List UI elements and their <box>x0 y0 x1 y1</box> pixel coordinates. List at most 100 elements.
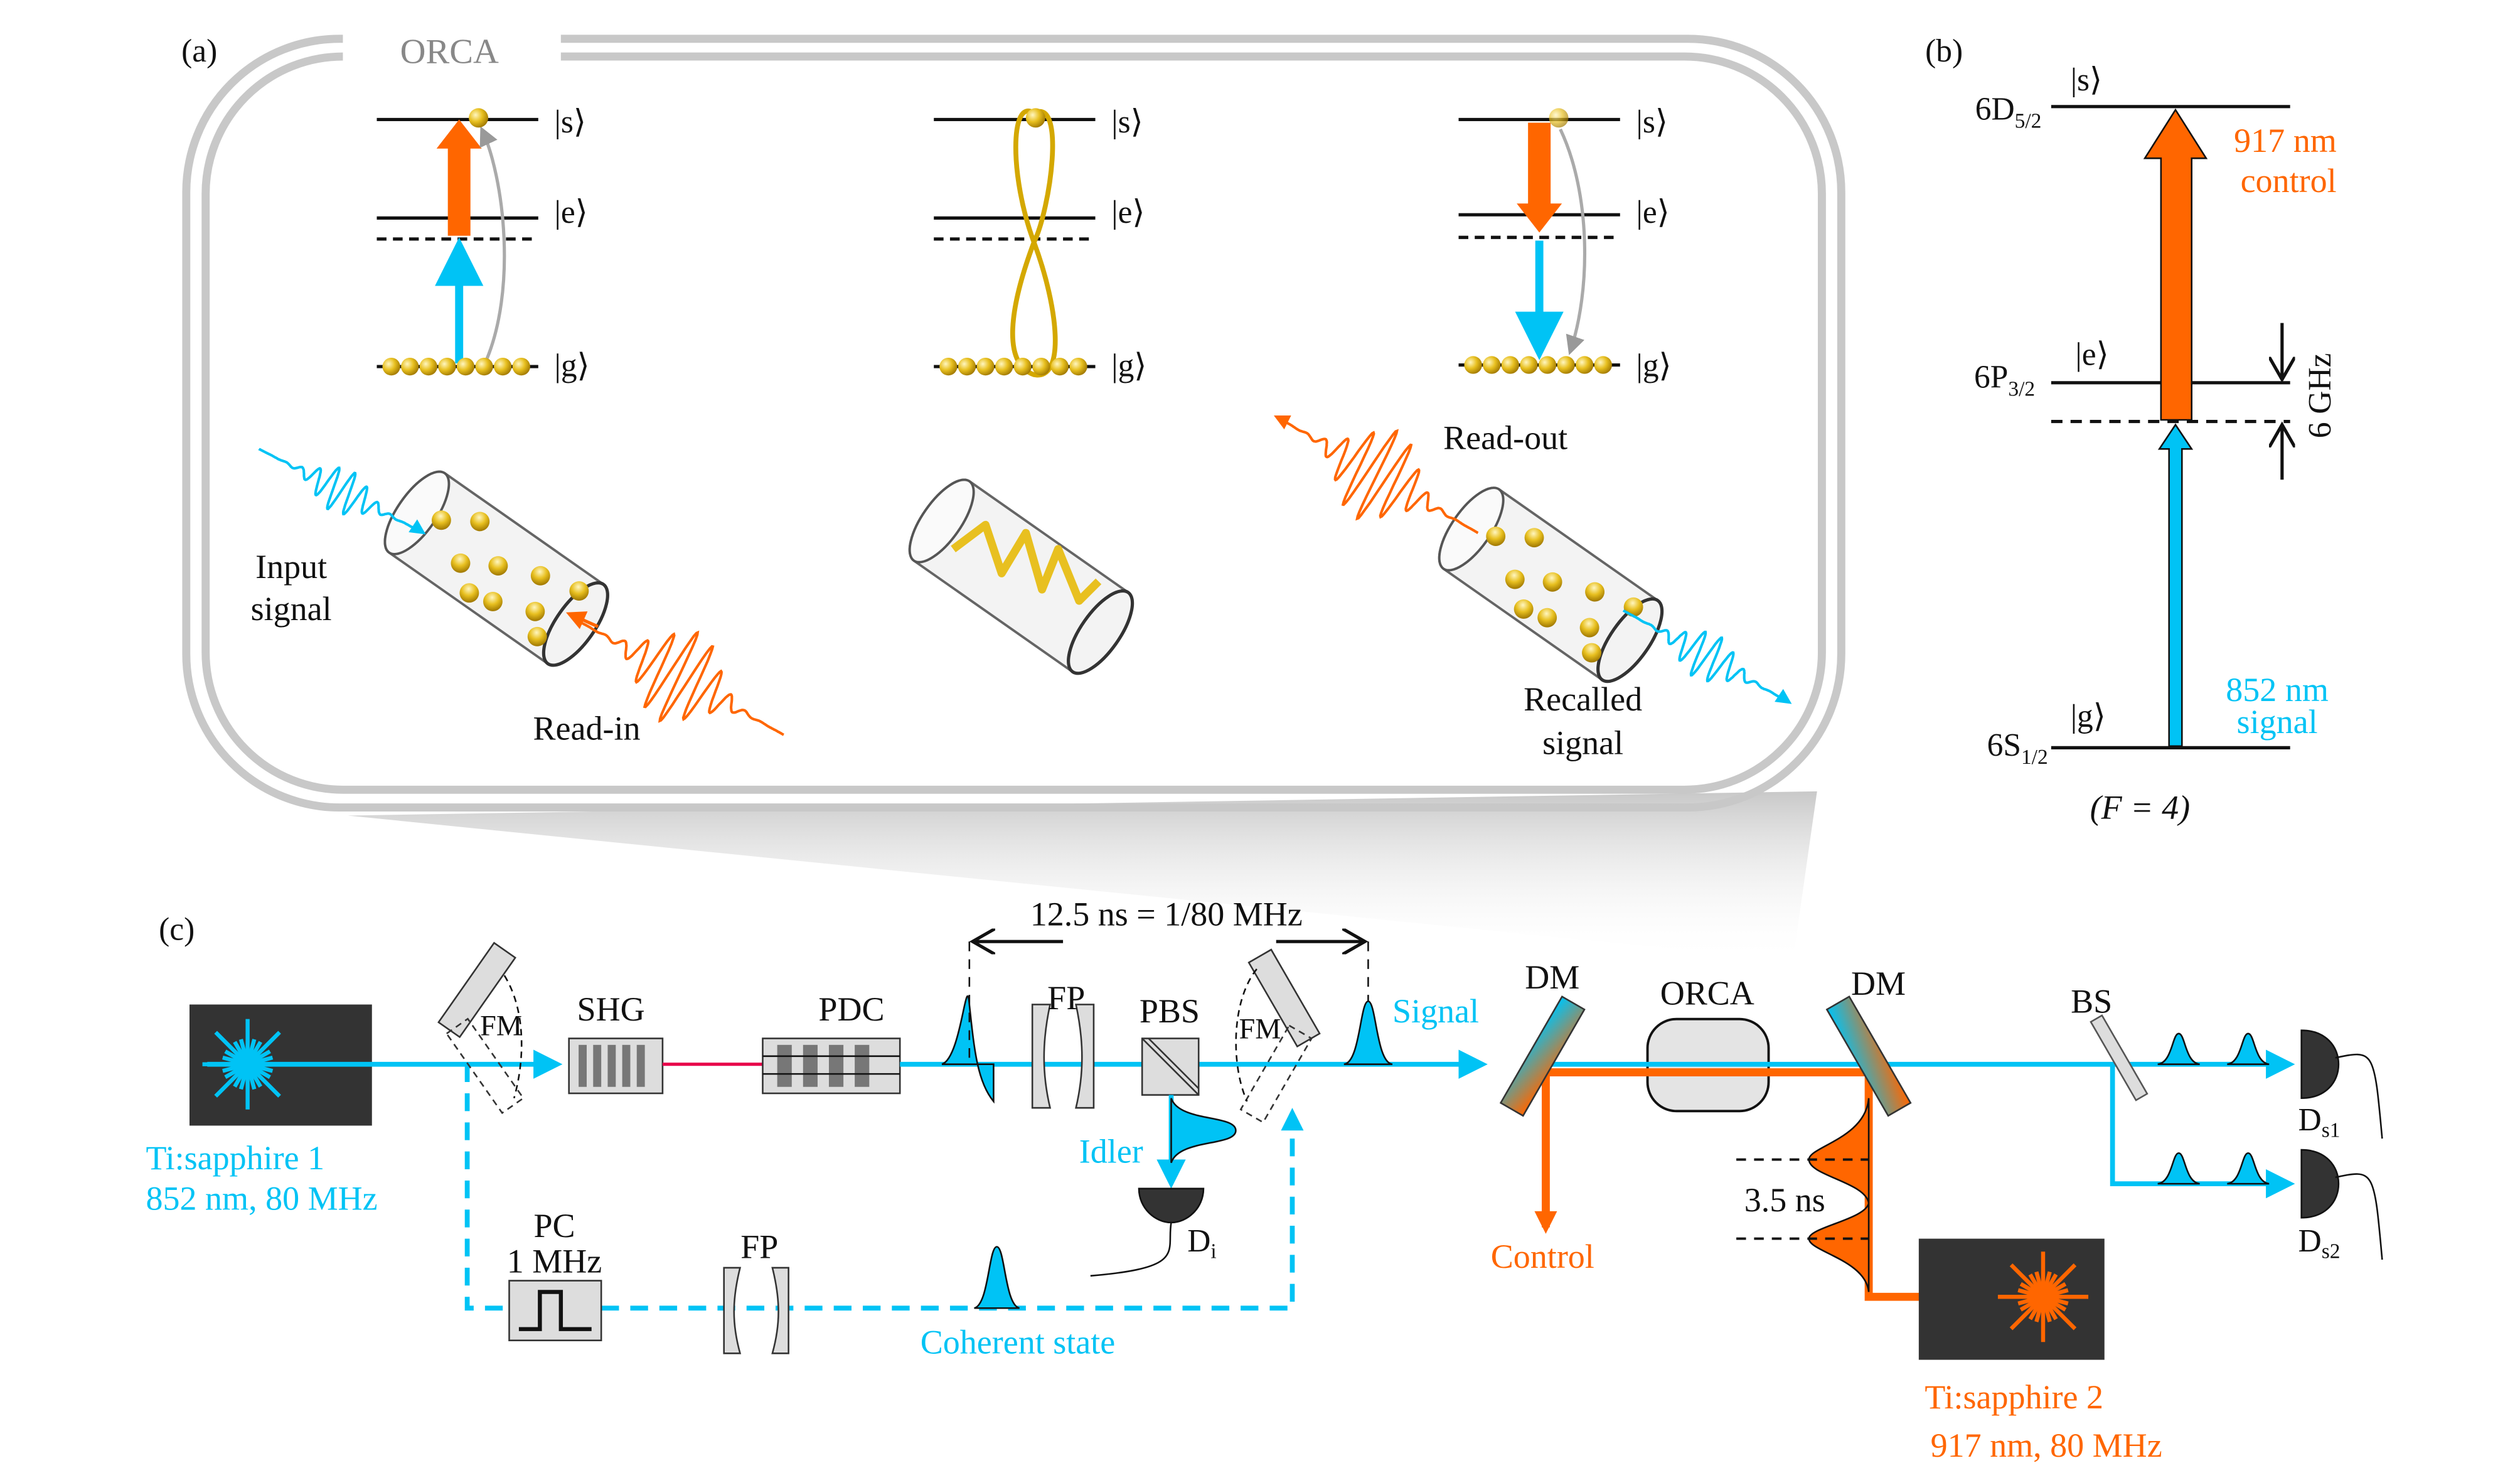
beam-splitter <box>2090 1014 2149 1101</box>
atom <box>1483 356 1501 374</box>
atom <box>1069 357 1087 376</box>
hyperfine-label: (F = 4) <box>2090 789 2190 827</box>
atom <box>1576 356 1594 374</box>
atom <box>419 357 437 376</box>
pdc-pulse <box>941 995 995 1104</box>
shg-crystal: SHG <box>568 990 664 1095</box>
ket-s: |s⟩ <box>555 104 586 140</box>
panel-b: (b) 6D5/2 6P3/2 6S1/2 |s⟩ |e⟩ |g⟩ 917 nm… <box>1925 33 2338 827</box>
dichroic-mirror-2 <box>1825 995 1912 1117</box>
atom <box>459 583 479 603</box>
fabry-perot-2: FP <box>723 1228 789 1354</box>
atom <box>527 626 547 646</box>
detector-s1-label: Ds1 <box>2298 1102 2341 1142</box>
atom <box>382 357 400 376</box>
signal-transition-arrow <box>2157 423 2194 747</box>
control-arrow-up <box>436 119 482 236</box>
atom <box>1464 356 1482 374</box>
spin-wave-icon <box>951 520 1102 605</box>
atom <box>995 357 1013 376</box>
atom <box>475 357 493 376</box>
dichroic-mirror-1 <box>1499 995 1586 1117</box>
idler-detector-label: Di <box>1187 1223 1216 1263</box>
flip-mirror-2: FM <box>1235 948 1321 1124</box>
read-in-label: Read-in <box>533 710 640 747</box>
atom <box>530 565 550 586</box>
detector-cable <box>1090 1222 1172 1277</box>
atom <box>1579 618 1599 638</box>
atom <box>1505 569 1525 589</box>
delay-label: 3.5 ns <box>1744 1181 1825 1219</box>
atom <box>1013 357 1032 376</box>
idler-label: Idler <box>1079 1133 1143 1171</box>
atom <box>1032 357 1050 376</box>
idler-detector <box>1138 1187 1205 1224</box>
ket-g-b: |g⟩ <box>2071 699 2106 734</box>
read-in-control-wave <box>573 617 784 736</box>
read-out-control-wave <box>1274 415 1479 534</box>
polarizing-beam-splitter: PBS <box>1140 992 1200 1096</box>
pdc-crystal: PDC <box>762 990 901 1095</box>
atom <box>470 512 490 532</box>
atom <box>1538 356 1557 374</box>
spin-wave-loop-icon <box>1010 109 1058 378</box>
atom <box>1501 356 1519 374</box>
signal-pulses-2 <box>2157 1152 2270 1185</box>
bs-label: BS <box>2071 982 2112 1020</box>
atomic-ensemble-read-in <box>383 470 609 667</box>
level-6d: 6D5/2 <box>1975 91 2042 132</box>
ket-g: |g⟩ <box>1111 348 1146 384</box>
atom <box>1537 608 1557 628</box>
atom <box>1524 528 1544 548</box>
atom <box>488 556 508 576</box>
atomic-ensemble-read-out <box>1438 486 1664 683</box>
ket-s: |s⟩ <box>1636 104 1668 140</box>
ket-e: |e⟩ <box>1636 195 1670 230</box>
fp-label: FP <box>1047 979 1085 1017</box>
flip-mirror-1: FM <box>437 941 525 1115</box>
fm-label: FM <box>1239 1014 1281 1046</box>
atom <box>438 357 456 376</box>
atom <box>1594 356 1612 374</box>
orca-frame-title: ORCA <box>400 32 499 71</box>
input-signal-label: Input <box>255 548 327 586</box>
idler-pulse <box>1170 1098 1237 1164</box>
signal-pulses-1 <box>2157 1032 2270 1065</box>
level-diagram-storage: |s⟩ |e⟩ |g⟩ <box>934 104 1146 384</box>
ket-e: |e⟩ <box>1111 195 1145 230</box>
panel-c: (c) Ti:sapphire 1 852 nm, 80 MHz FM SHG <box>146 895 2383 1464</box>
fm-label: FM <box>480 1010 522 1042</box>
ti-sapphire-2-laser <box>1918 1238 2105 1360</box>
coherent-state-path <box>464 1064 1295 1311</box>
pbs-label: PBS <box>1140 992 1200 1030</box>
pdc-label: PDC <box>818 990 884 1028</box>
atom <box>483 592 503 611</box>
laser-1-name: Ti:sapphire 1 <box>146 1139 325 1177</box>
recalled-signal-wave <box>1622 609 1792 704</box>
laser-2-name: Ti:sapphire 2 <box>1925 1378 2103 1416</box>
recalled-signal-label-2: signal <box>1542 724 1623 762</box>
orca-frame-outer <box>182 35 1845 812</box>
detector-s2-label: Ds2 <box>2298 1223 2341 1263</box>
zoom-projection <box>348 791 1817 962</box>
ket-e-b: |e⟩ <box>2075 337 2108 373</box>
atom <box>1050 357 1069 376</box>
pc-rate-label: 1 MHz <box>507 1243 602 1280</box>
signal-pulse <box>1343 1000 1393 1065</box>
period-label: 12.5 ns = 1/80 MHz <box>1030 895 1303 933</box>
atomic-ensemble-storage <box>908 478 1135 675</box>
coherent-pulse <box>973 1246 1020 1309</box>
control-pulses <box>1808 1098 1870 1292</box>
recalled-signal-label: Recalled <box>1524 680 1642 718</box>
atom <box>939 357 958 376</box>
laser-burst-icon <box>1997 1251 2089 1342</box>
ket-s-b: |s⟩ <box>2071 62 2102 98</box>
atom <box>1582 643 1601 663</box>
panel-c-label: (c) <box>159 912 195 948</box>
atom <box>431 510 451 530</box>
atom <box>1542 572 1562 592</box>
ket-g: |g⟩ <box>555 348 590 384</box>
coherent-state-label: Coherent state <box>921 1323 1116 1361</box>
atom <box>525 601 545 621</box>
atom <box>456 357 475 376</box>
